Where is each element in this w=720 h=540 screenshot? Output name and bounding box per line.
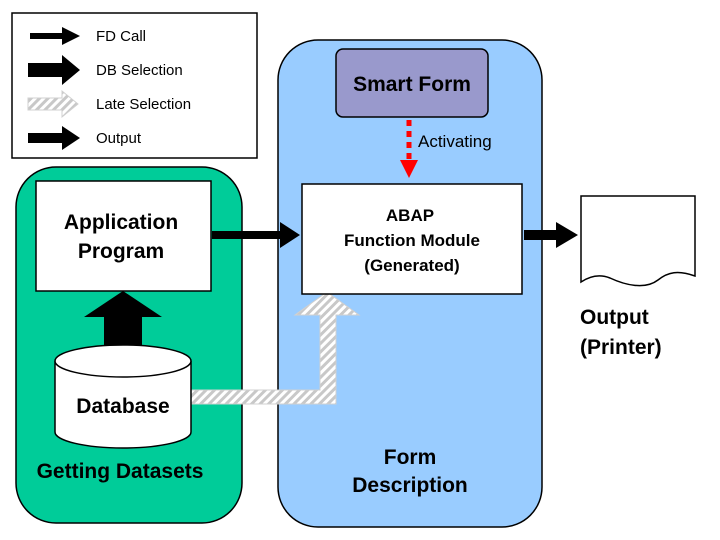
abap-function-module-node: ABAP Function Module (Generated) [301,183,523,295]
legend-late-selection-label: Late Selection [96,96,191,113]
abap-function-module-box [301,183,523,295]
smart-form-node: Smart Form [335,48,489,118]
activating-edge: Activating [400,120,492,178]
description-label: Description [352,474,468,497]
thick-black-arrow-icon [28,55,80,85]
activating-arrowhead [400,160,418,178]
smart-form-label: Smart Form [353,73,471,96]
form-label: Form [384,446,437,469]
db-selection-arrow [84,291,162,360]
legend-fd-call-label: FD Call [96,28,146,45]
smart-form-box [335,48,489,118]
printer-label: (Printer) [580,336,662,359]
thin-black-arrow-icon [30,27,80,45]
program-label: Program [78,240,164,263]
late-selection-arrow [189,291,361,405]
generated-label: (Generated) [364,256,459,275]
legend: FD Call DB Selection Late Selection Outp… [11,12,258,159]
legend-db-selection-label: DB Selection [96,62,183,79]
output-document-node: Output (Printer) [580,195,696,359]
hatched-grey-arrow-icon [27,89,79,119]
database-cylinder-top [54,344,192,378]
fd-call-arrow [212,222,300,248]
application-label: Application [64,211,178,234]
application-program-box [35,180,212,292]
output-arrow [524,222,578,248]
activating-label: Activating [418,132,492,151]
output-document-shape [580,195,696,287]
medium-black-arrow-icon [28,126,80,150]
database-label: Database [76,395,169,418]
function-module-label: Function Module [344,231,480,250]
output-label: Output [580,306,649,329]
database-node: Database [54,344,192,449]
database-cylinder-body [54,361,192,449]
getting-datasets-label: Getting Datasets [37,460,204,483]
abap-label: ABAP [386,206,434,225]
application-program-node: Application Program [35,180,212,292]
legend-output-label: Output [96,130,142,147]
